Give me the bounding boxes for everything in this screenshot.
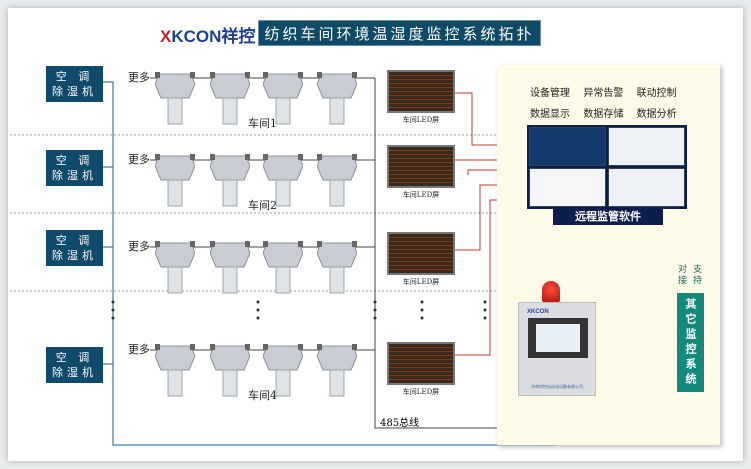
ac-dehumidifier: 空 调除湿机 (46, 347, 103, 383)
led-label: 车间LED屏 (402, 191, 440, 199)
workshop-name: 车间1 (248, 117, 277, 130)
brand-logo: XKCON祥控 (160, 27, 256, 46)
led-label: 车间LED屏 (402, 278, 440, 286)
other-monitoring-system: 其它监控系统 (677, 293, 704, 392)
controller-brand: XKCON (527, 309, 549, 315)
sensor-icon (154, 342, 196, 400)
sensor-icon (316, 239, 358, 297)
sensor-icon (154, 239, 196, 297)
led-label: 车间LED屏 (402, 116, 440, 124)
software-label: 远程监管软件 (553, 208, 663, 225)
sensor-icon (262, 239, 304, 297)
ac-dehumidifier: 空 调除湿机 (46, 230, 103, 266)
workshop-name: 车间2 (248, 199, 277, 212)
software-screenshot (527, 125, 687, 209)
function-label: 异常告警 (583, 88, 624, 99)
led-screen (387, 232, 455, 275)
support-label-2: 支持 (693, 265, 703, 286)
function-label: 数据分析 (636, 109, 677, 120)
sensor-icon (154, 70, 196, 128)
more-label: 更多 (128, 240, 150, 253)
sensor-icon (316, 152, 358, 210)
sensor-icon (209, 70, 251, 128)
controller-company: 济南祥控自动化设备有限公司 (531, 384, 583, 389)
ac-dehumidifier: 空 调除湿机 (46, 66, 103, 102)
function-label: 数据显示 (530, 109, 570, 120)
more-label: 更多 (128, 343, 150, 356)
led-label: 车间LED屏 (402, 388, 440, 396)
led-screen (387, 145, 455, 188)
sensor-icon (316, 70, 358, 128)
sensor-icon (154, 152, 196, 210)
sensor-icon (209, 342, 251, 400)
sensor-icon (262, 70, 304, 128)
bus-label: 485总线 (380, 418, 420, 429)
function-label: 数据存储 (583, 109, 624, 120)
sensor-icon (262, 152, 304, 210)
sensor-icon (209, 239, 251, 297)
led-screen (387, 70, 455, 113)
function-label: 设备管理 (530, 88, 570, 99)
more-label: 更多 (128, 153, 150, 166)
sensor-icon (209, 152, 251, 210)
ac-dehumidifier: 空 调除湿机 (46, 150, 103, 186)
sensor-icon (316, 342, 358, 400)
controller-device: XKCON 济南祥控自动化设备有限公司 (518, 302, 596, 396)
sensor-icon (262, 342, 304, 400)
more-label: 更多 (128, 71, 150, 84)
alarm-light-icon (542, 281, 560, 302)
function-label: 联动控制 (636, 88, 677, 99)
support-label-1: 对接 (678, 265, 688, 286)
software-functions: 设备管理 异常告警 联动控制 数据显示 数据存储 数据分析 (530, 84, 690, 120)
workshop-name: 车间4 (248, 389, 277, 402)
page-title: 纺织车间环境温湿度监控系统拓扑图 (258, 20, 541, 69)
led-screen (387, 342, 455, 385)
